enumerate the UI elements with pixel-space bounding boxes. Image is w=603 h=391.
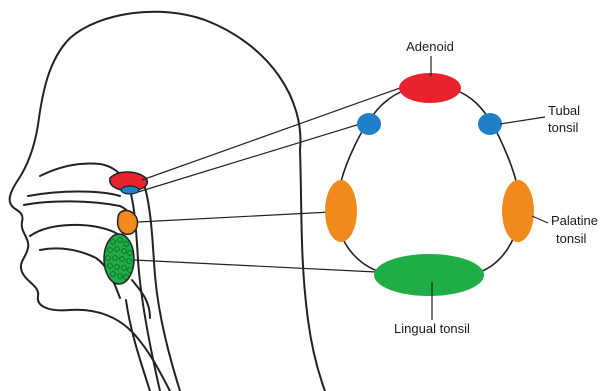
label-adenoid: Adenoid bbox=[406, 39, 454, 54]
label-tubal-line1: Tubal bbox=[548, 103, 580, 118]
ring-lingual bbox=[374, 254, 484, 296]
connector-lingual bbox=[134, 260, 376, 272]
label-lingual: Lingual tonsil bbox=[394, 321, 470, 336]
ring-tubal-right bbox=[478, 113, 502, 135]
head-palatine-tonsil bbox=[118, 211, 138, 235]
trachea bbox=[126, 300, 150, 391]
pharynx-back bbox=[142, 178, 180, 391]
leader-palatine bbox=[532, 216, 548, 223]
connector-tubal bbox=[138, 124, 360, 192]
head-profile bbox=[10, 12, 325, 391]
ring-palatine-right bbox=[502, 180, 534, 242]
ring-palatine-left bbox=[325, 180, 357, 242]
leader-tubal bbox=[500, 117, 545, 124]
hard-palate bbox=[24, 201, 131, 222]
label-tubal-line2: tonsil bbox=[548, 120, 578, 135]
ring-adenoid bbox=[399, 73, 461, 103]
label-palatine-line1: Palatine bbox=[551, 213, 598, 228]
head-tonsils bbox=[104, 172, 147, 284]
ring-tubal-left bbox=[357, 113, 381, 135]
neck-back bbox=[300, 150, 325, 391]
label-palatine-line2: tonsil bbox=[556, 231, 586, 246]
connector-lines bbox=[134, 88, 400, 272]
head-tubal-tonsil bbox=[121, 186, 139, 194]
